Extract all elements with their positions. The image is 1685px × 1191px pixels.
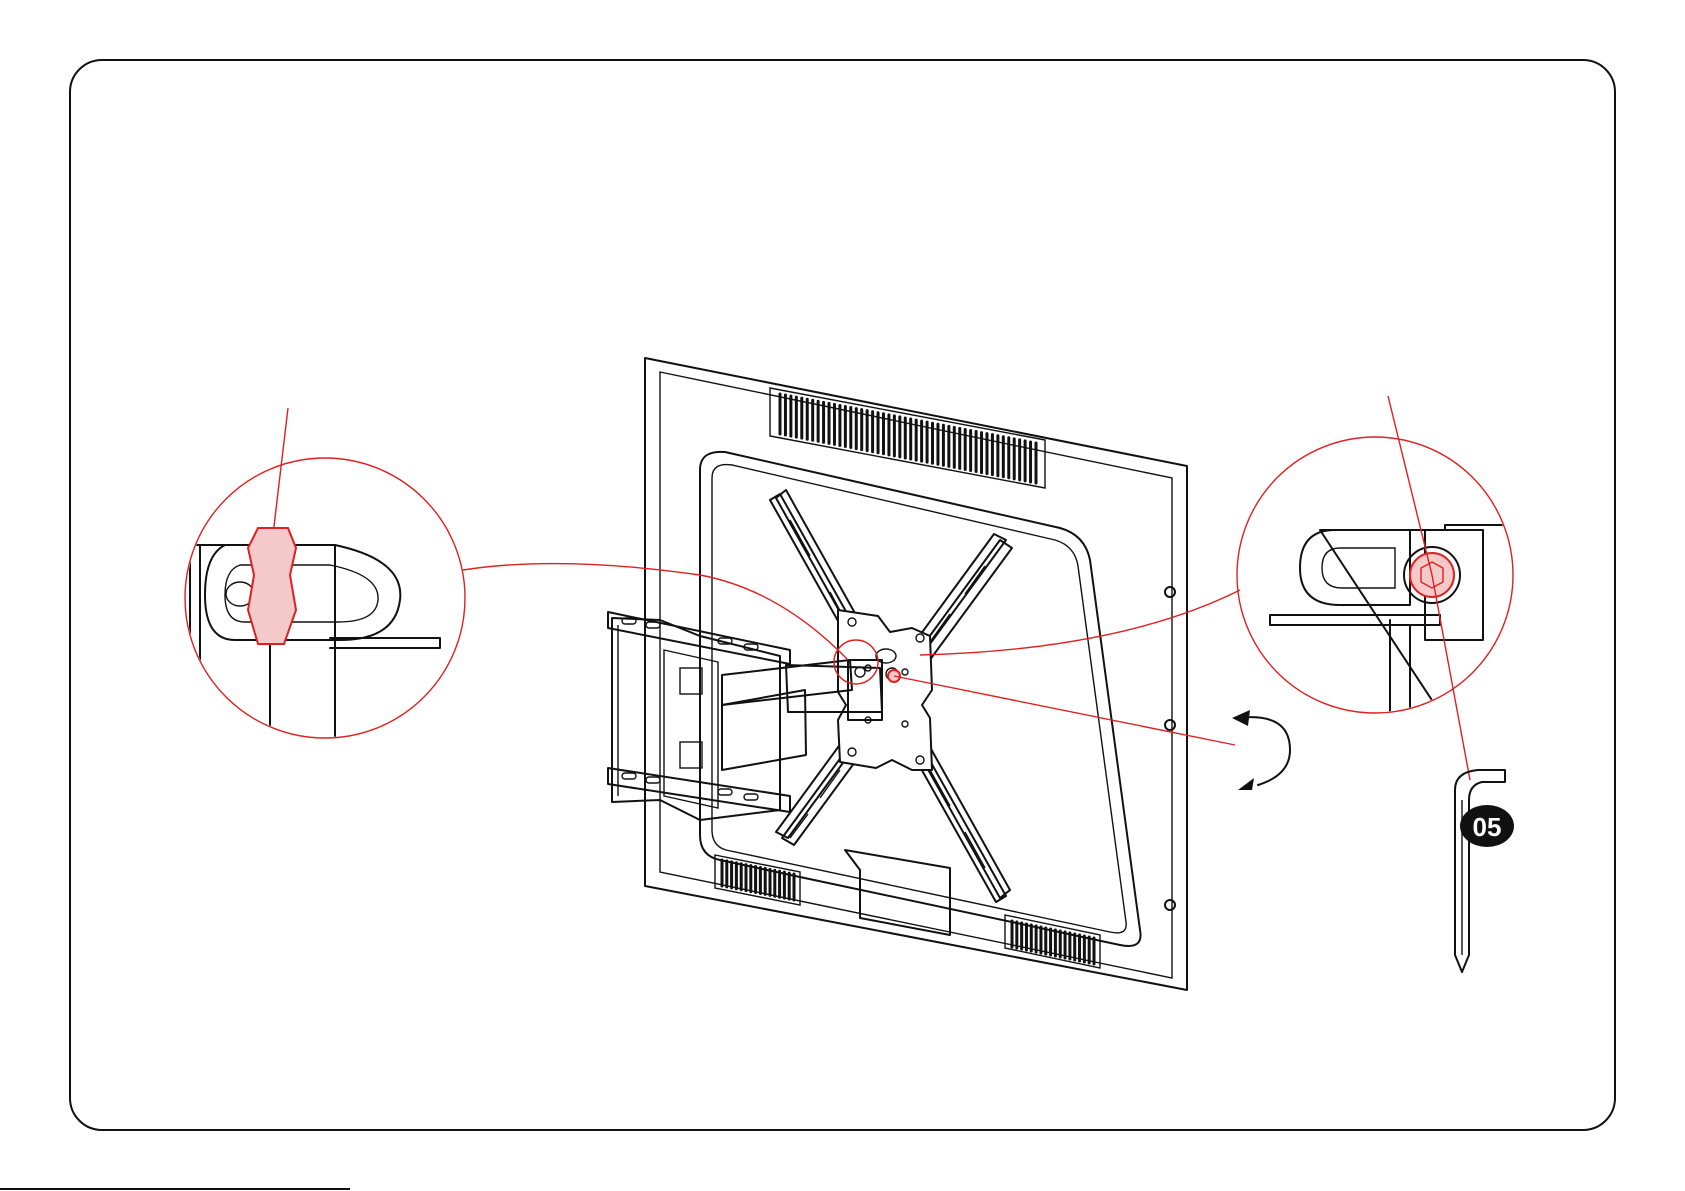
stand-slot [845,850,950,935]
rotation-arrow-icon [1232,710,1290,790]
page-frame [70,60,1615,1130]
bottom-vent-left-slats [722,860,794,900]
knob-zoom [185,408,465,845]
top-vent-slats [780,394,1036,483]
callout-line-left [463,564,848,660]
callout-line-right [920,590,1240,655]
allen-key-icon [1455,770,1505,972]
hex-bolt-zoom [1237,396,1515,780]
tool-badge-label: 05 [1473,812,1502,842]
tool-badge: 05 [1460,805,1514,847]
callout-line-rotation [894,676,1235,745]
